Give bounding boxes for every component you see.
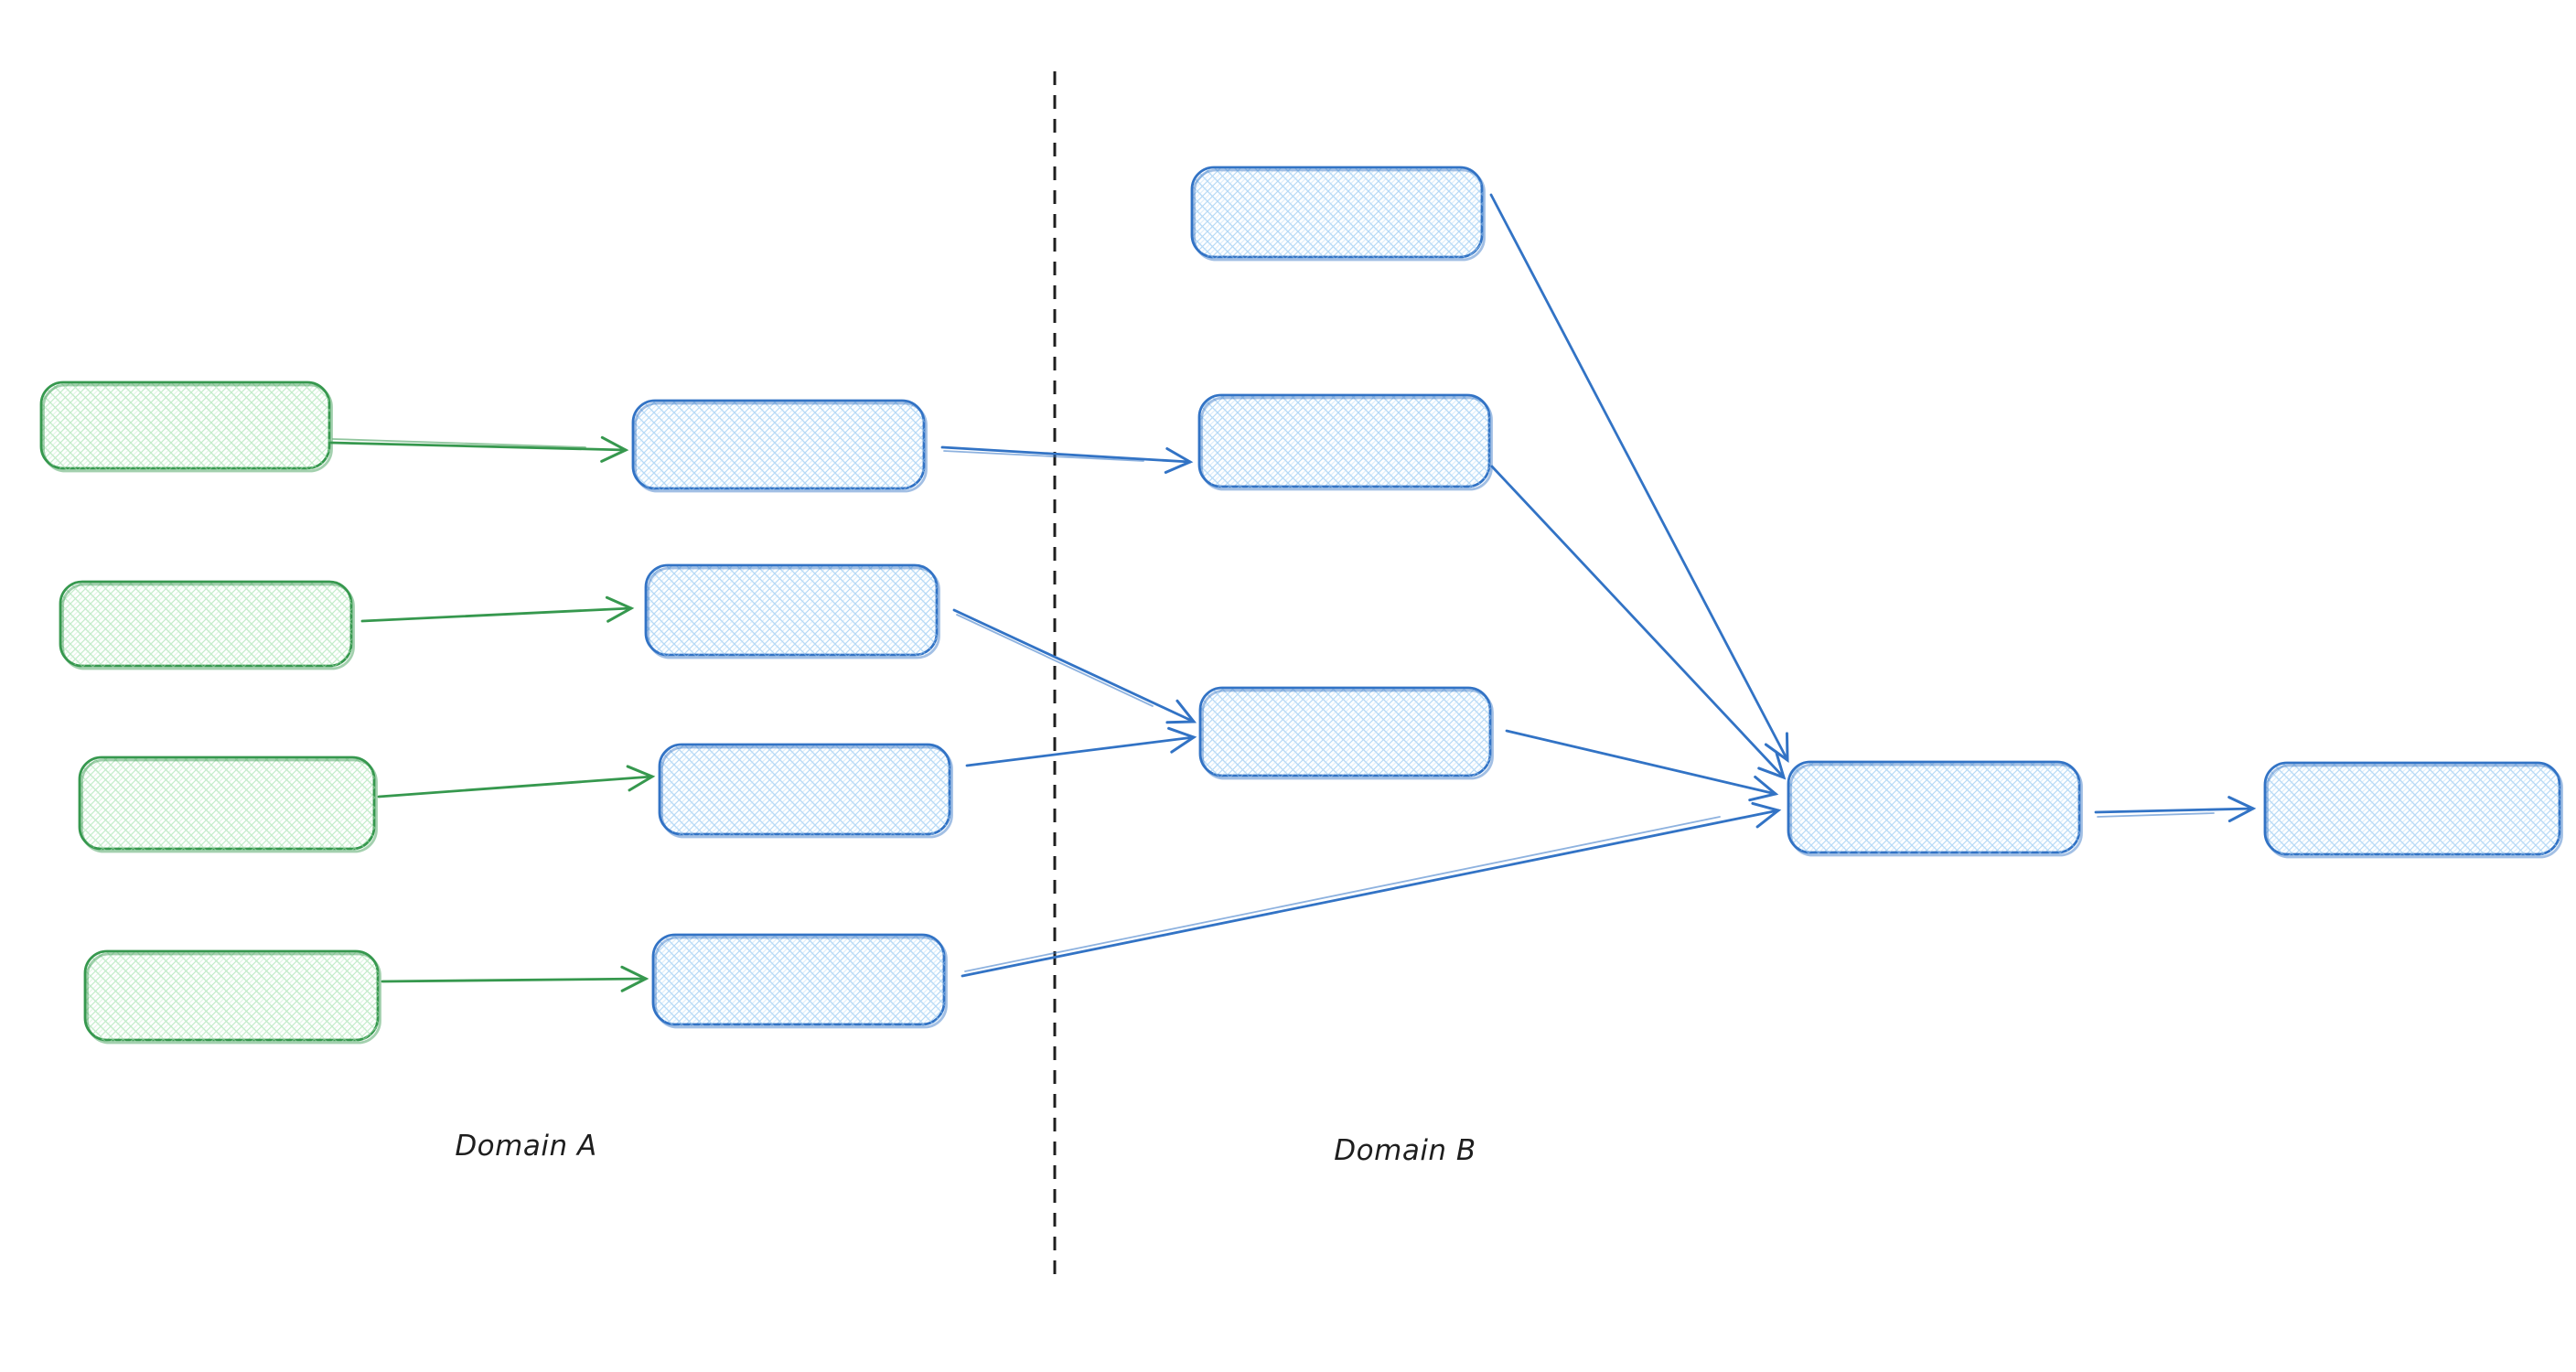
node-domain-a-stage-4[interactable]	[651, 933, 948, 1029]
node-sketch-outline	[86, 952, 381, 1045]
diagram-labels: Domain A Domain B	[455, 1130, 1476, 1167]
node-domain-b-merge[interactable]	[1787, 760, 2083, 857]
domain-a-label[interactable]: Domain A	[455, 1130, 596, 1163]
node-domain-a-source-4[interactable]	[83, 949, 381, 1045]
node-sketch-outline	[80, 758, 378, 853]
edge-source4-to-stage4[interactable]	[381, 965, 649, 992]
edge-merge-to-output[interactable]	[2094, 796, 2257, 823]
edge-source3-to-stage3[interactable]	[377, 765, 656, 799]
node-sketch-outline	[42, 383, 333, 473]
node-domain-a-stage-3[interactable]	[658, 743, 953, 839]
edge-sketch-stroke	[943, 450, 1144, 462]
blue-edges	[940, 193, 2257, 978]
node-domain-a-source-3[interactable]	[78, 756, 378, 853]
edge-stage3-to-input3[interactable]	[965, 726, 1197, 767]
node-sketch-outline	[660, 745, 953, 839]
node-domain-a-source-1[interactable]	[39, 381, 333, 473]
edge-sketch-stroke	[964, 816, 1721, 972]
edge-stage2-to-input3[interactable]	[952, 608, 1197, 724]
node-sketch-outline	[1789, 763, 2083, 857]
edge-stage4-to-merge[interactable]	[961, 801, 1782, 978]
edge-sketch-stroke	[2097, 812, 2215, 818]
blue-nodes	[631, 166, 2563, 1029]
edge-stage1-to-input2[interactable]	[940, 445, 1194, 474]
node-sketch-outline	[654, 936, 948, 1029]
node-domain-b-output[interactable]	[2263, 761, 2563, 859]
node-domain-a-source-2[interactable]	[59, 580, 355, 670]
edge-source2-to-stage2[interactable]	[360, 595, 635, 623]
edge-source1-to-stage1[interactable]	[329, 435, 629, 463]
node-sketch-outline	[1201, 689, 1494, 780]
node-domain-b-input-2[interactable]	[1197, 393, 1493, 491]
node-domain-a-stage-2[interactable]	[644, 563, 940, 659]
node-sketch-outline	[1193, 168, 1486, 262]
edge-input3-to-merge[interactable]	[1505, 729, 1779, 802]
node-sketch-outline	[1200, 396, 1493, 491]
node-sketch-outline	[2266, 764, 2563, 859]
edge-input2-to-merge[interactable]	[1490, 465, 1787, 780]
node-sketch-outline	[634, 402, 928, 493]
edge-input1-to-merge[interactable]	[1489, 193, 1789, 763]
node-sketch-outline	[61, 583, 355, 670]
node-domain-b-input-1[interactable]	[1190, 166, 1486, 262]
edge-sketch-stroke	[956, 614, 1154, 707]
node-domain-b-input-3[interactable]	[1198, 686, 1494, 780]
node-sketch-outline	[647, 566, 940, 659]
green-edges	[329, 435, 656, 992]
domain-b-label[interactable]: Domain B	[1334, 1134, 1476, 1167]
edge-sketch-stroke	[332, 438, 586, 448]
node-domain-a-stage-1[interactable]	[631, 399, 928, 493]
domain-a-source-nodes	[39, 381, 381, 1045]
